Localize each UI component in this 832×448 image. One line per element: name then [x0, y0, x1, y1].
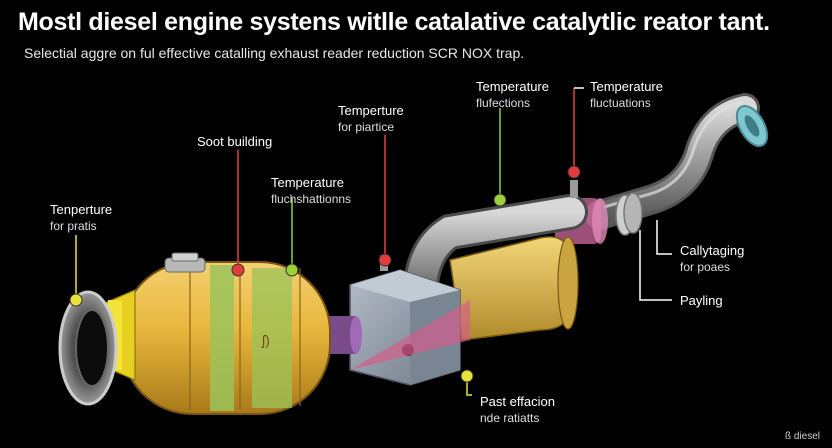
marker-soot [231, 263, 245, 277]
marker-past [460, 369, 474, 383]
marker-temp-mid [285, 263, 299, 277]
inlet-flange [58, 290, 118, 406]
page-subtitle: Selectial aggre on ful effective catalli… [24, 45, 525, 61]
pink-cone [350, 300, 470, 370]
pipe-clamp [615, 192, 643, 236]
label-temp-mid: Temperature fluchshattionns [271, 175, 352, 206]
sensor-stub [570, 180, 578, 198]
marker-temp-center [378, 253, 392, 267]
label-past: Past effacion nde ratiatts [480, 394, 555, 425]
label-temp-top2: Temperature fluctuations [590, 79, 663, 110]
label-temp-center: Temperture for piartice [338, 103, 404, 134]
watermark: ß diesel [784, 431, 820, 442]
markers [69, 165, 581, 383]
dpf-canister: ʃ) [121, 252, 331, 415]
mixer-box [349, 269, 470, 386]
leader-lines [75, 87, 672, 396]
marker-temp-top1 [493, 193, 507, 207]
label-cally: Callytaging for poaes [680, 243, 745, 274]
marker-temp-left [69, 293, 83, 307]
label-soot: Soot building [197, 134, 273, 149]
label-paying: Payling [680, 293, 723, 308]
scr-catalyst [449, 236, 579, 341]
svg-text:ʃ): ʃ) [261, 332, 270, 348]
label-temp-top1: Temperature flufections [476, 79, 549, 110]
marker-temp-top2 [567, 165, 581, 179]
outlet-pipe [585, 93, 760, 230]
label-temp-left: Tenperture for pratis [50, 202, 113, 233]
page-title: Mostl diesel engine systens witlle catal… [18, 8, 770, 36]
